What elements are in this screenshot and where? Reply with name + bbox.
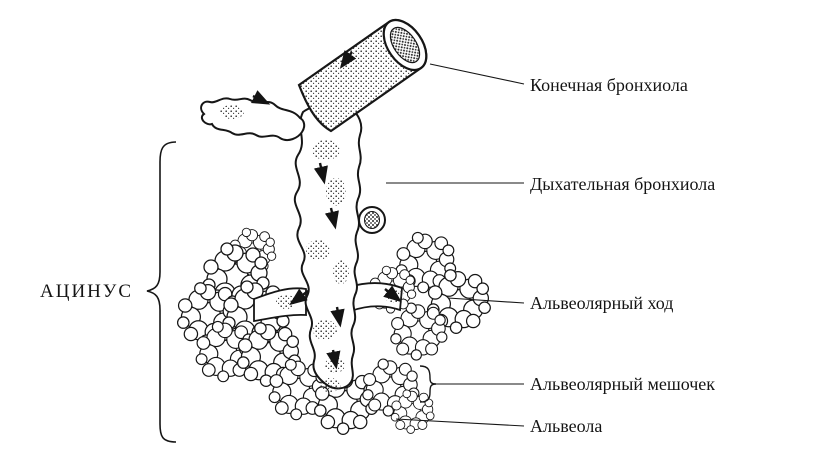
label-alveolar-sac: Альвеолярный мешочек: [530, 374, 716, 394]
acinus-label: АЦИНУС: [40, 281, 134, 302]
label-alveolar-duct: Альвеолярный ход: [530, 293, 674, 313]
respiratory-bronchiole-duct: [276, 103, 404, 392]
terminal-bronchiole-tube: [297, 18, 428, 133]
airflow-arrows: [250, 50, 402, 370]
label-terminal-bronchiole: Конечная бронхиола: [530, 75, 688, 95]
label-respiratory-bronchiole: Дыхательная бронхиола: [530, 174, 716, 194]
side-branch: [200, 97, 306, 142]
label-alveolus: Альвеола: [530, 416, 603, 436]
cut-branch-opening: [358, 206, 386, 234]
leader-lines: [386, 63, 525, 427]
acinus-brace-icon: [146, 141, 177, 443]
stipple-shading: [220, 105, 244, 119]
